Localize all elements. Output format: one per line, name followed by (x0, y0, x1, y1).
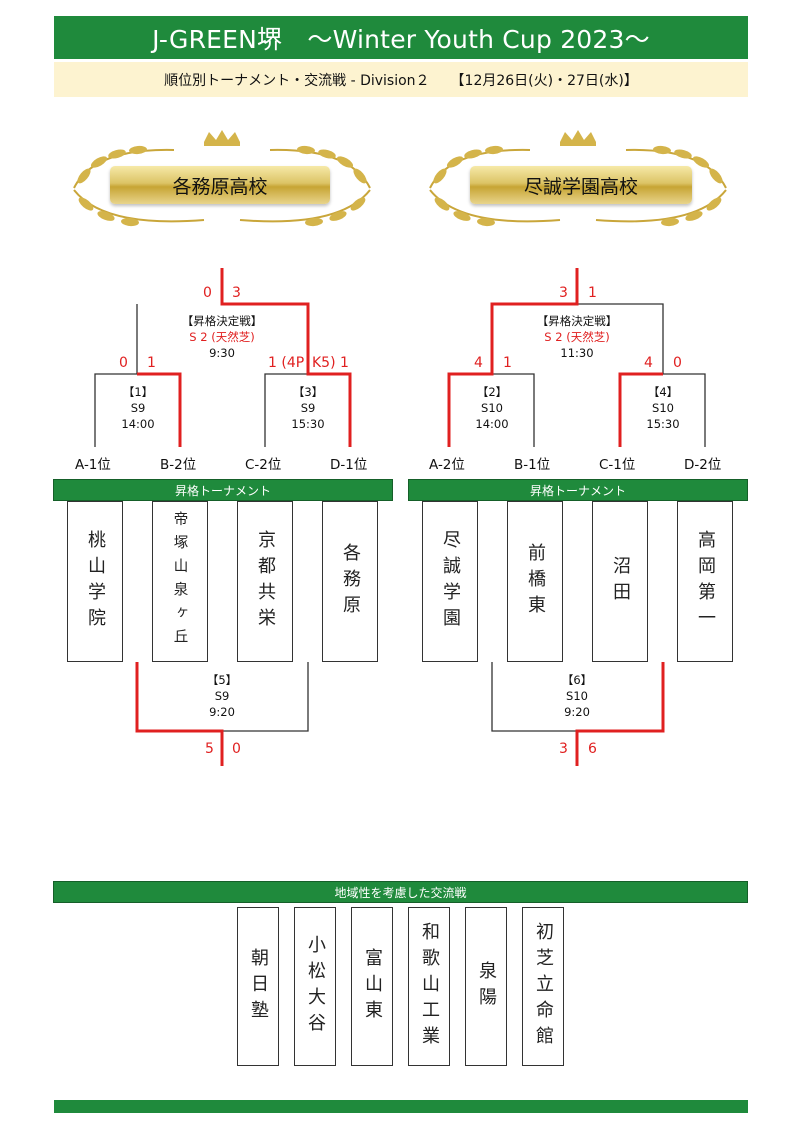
left-laurel-wreath-icon (73, 130, 371, 227)
right-seed-2: B-1位 (514, 457, 551, 473)
right-seed-1: A-2位 (429, 457, 465, 473)
left-final-score-left: 0 (203, 285, 212, 301)
m5-label: 【5】 S9 9:20 (206, 673, 238, 719)
team-box: 各務原 (322, 501, 378, 662)
left-seed-2: B-2位 (160, 457, 197, 473)
team-box: 尽誠学園 (422, 501, 478, 662)
m5-score-left: 5 (205, 741, 214, 757)
champion-right-plate: 尽誠学園高校 (470, 166, 692, 204)
m2-score-left: 4 (474, 355, 483, 371)
m6-score-right: 6 (588, 741, 597, 757)
m1-label: 【1】 S9 14:00 (121, 385, 155, 431)
team-box: 沼田 (592, 501, 648, 662)
left-final-score-right: 3 (232, 285, 241, 301)
team-box: 京都共栄 (237, 501, 293, 662)
right-seed-3: C-1位 (599, 457, 636, 473)
m5-score-right: 0 (232, 741, 241, 757)
m6-score-left: 3 (559, 741, 568, 757)
exchange-team-box: 初芝立命館 (522, 907, 564, 1066)
right-seed-4: D-2位 (684, 457, 722, 473)
m4-score-left: 4 (644, 355, 653, 371)
left-seed-1: A-1位 (75, 457, 111, 473)
m1-score-right: 1 (147, 355, 156, 371)
exchange-team-box: 和歌山工業 (408, 907, 450, 1066)
left-seed-3: C-2位 (245, 457, 282, 473)
left-seed-4: D-1位 (330, 457, 368, 473)
page-subtitle: 順位別トーナメント・交流戦 - Division２ 【12月26日(火)・27日… (54, 62, 748, 97)
m1-score-left: 0 (119, 355, 128, 371)
team-box: 帝塚山泉ヶ丘 (152, 501, 208, 662)
m3-label: 【3】 S9 15:30 (291, 385, 325, 431)
exchange-team-box: 朝日塾 (237, 907, 279, 1066)
team-box: 高岡第一 (677, 501, 733, 662)
m3-score-left: 1 (4P (268, 355, 305, 371)
right-laurel-wreath-icon (429, 130, 727, 227)
m2-score-right: 1 (503, 355, 512, 371)
m3-score-right: K5) 1 (312, 355, 349, 371)
exchange-team-box: 泉陽 (465, 907, 507, 1066)
right-final-score-right: 1 (588, 285, 597, 301)
left-tournament-bar: 昇格トーナメント (53, 479, 393, 501)
right-tournament-bar: 昇格トーナメント (408, 479, 748, 501)
left-final-label: 【昇格決定戦】 S 2 (天然芝) 9:30 (181, 314, 263, 360)
exchange-team-box: 富山東 (351, 907, 393, 1066)
m4-score-right: 0 (673, 355, 682, 371)
m4-label: 【4】 S10 15:30 (646, 385, 680, 431)
m6-label: 【6】 S10 9:20 (561, 673, 593, 719)
exchange-bar: 地域性を考慮した交流戦 (53, 881, 748, 903)
exchange-team-box: 小松大谷 (294, 907, 336, 1066)
page-title: J-GREEN堺 ～Winter Youth Cup 2023～ (54, 16, 748, 59)
team-box: 桃山学院 (67, 501, 123, 662)
right-final-score-left: 3 (559, 285, 568, 301)
m2-label: 【2】 S10 14:00 (475, 385, 509, 431)
right-final-label: 【昇格決定戦】 S 2 (天然芝) 11:30 (536, 314, 618, 360)
footer-bar (54, 1100, 748, 1113)
team-box: 前橋東 (507, 501, 563, 662)
champion-left-plate: 各務原高校 (110, 166, 330, 204)
